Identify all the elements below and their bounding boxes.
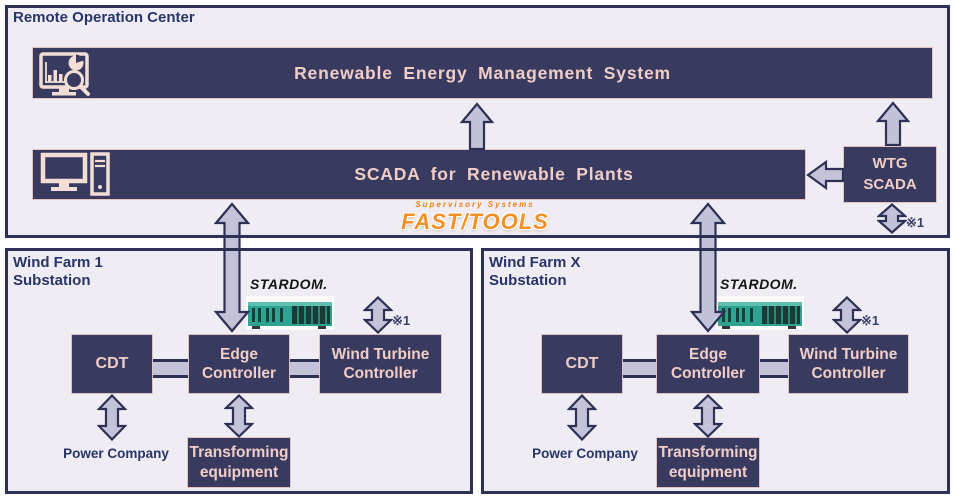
cdt-label-1: CDT (95, 355, 129, 372)
note-ref-wfx: ※1 (861, 313, 880, 328)
link-cdt-edge-x (618, 359, 663, 378)
note-ref-wf1: ※1 (392, 313, 411, 328)
scada-banner-label: SCADA for Renewable Plants (354, 164, 634, 184)
fasttools-name: FAST/TOOLS (401, 209, 549, 234)
link-edge-wtc-1 (286, 359, 324, 378)
border-patch (212, 248, 252, 251)
border-patch (688, 235, 728, 238)
arrow-wtc-external-1 (363, 296, 393, 334)
note-ref-top: ※1 (906, 215, 925, 230)
edge-label-x-line1: Edge (689, 345, 727, 363)
fasttools-logo: Supervisory Systems FAST/TOOLS (390, 200, 560, 235)
fasttools-tagline: Supervisory Systems (415, 200, 535, 209)
remote-operation-center-title: Remote Operation Center (13, 9, 195, 26)
link-edge-wtc-x (756, 359, 794, 378)
arrow-edge-transforming-x (693, 394, 723, 438)
stardom-controller-image-1 (246, 296, 334, 335)
wind-turbine-controller-box-x: Wind Turbine Controller (788, 334, 909, 394)
arrow-wtgscada-to-scada (806, 160, 844, 190)
wind-farm-1-title-line1: Wind Farm 1 (13, 254, 103, 271)
rems-banner-label: Renewable Energy Management System (294, 62, 671, 83)
wtg-scada-label-line2: SCADA (863, 175, 917, 193)
stardom-controller-image-x (716, 296, 804, 335)
arrow-cdt-powercompany-1 (97, 394, 127, 441)
edge-controller-box-x: Edge Controller (656, 334, 760, 394)
stardom-logo-x: STARDOM. (720, 276, 798, 292)
wtc-label-x-line2: Controller (811, 365, 886, 382)
arrow-scada-to-edge-1 (214, 202, 250, 333)
wind-farm-1-title: Wind Farm 1 Substation (13, 254, 103, 289)
wtc-label-1-line2: Controller (343, 365, 418, 382)
edge-label-1-line2: Controller (201, 365, 277, 382)
stardom-logo-1: STARDOM. (250, 276, 328, 292)
wind-turbine-controller-box-1: Wind Turbine Controller (319, 334, 442, 394)
power-company-label-x: Power Company (532, 446, 638, 461)
transforming-label-1-line2: equipment (199, 463, 279, 481)
arrow-cdt-powercompany-x (567, 394, 597, 441)
wtc-label-x-line1: Wind Turbine (799, 345, 898, 363)
workstation-icon (40, 152, 112, 203)
wind-farm-x-title: Wind Farm X Substation (489, 254, 581, 289)
transforming-label-x-line2: equipment (668, 463, 748, 481)
cdt-box-x: CDT (541, 334, 623, 394)
transforming-label-x-line1: Transforming (658, 444, 758, 462)
arrow-scada-to-edge-x (690, 202, 726, 333)
wind-farm-x-title-line1: Wind Farm X (489, 254, 581, 271)
arrow-wtgscada-to-rems (876, 101, 910, 146)
wtc-label-1-line1: Wind Turbine (331, 345, 430, 363)
power-company-label-1: Power Company (63, 446, 169, 461)
edge-label-1-line1: Edge (220, 345, 258, 363)
edge-label-x-line2: Controller (670, 365, 746, 382)
arrow-edge-transforming-1 (224, 394, 254, 438)
wtg-scada-box: WTG SCADA (843, 146, 937, 203)
cdt-box-1: CDT (71, 334, 153, 394)
border-patch (212, 235, 252, 238)
analytics-monitor-icon (38, 51, 104, 106)
transforming-label-1-line1: Transforming (189, 444, 289, 462)
arrow-wtc-external-x (832, 296, 862, 334)
edge-controller-box-1: Edge Controller (188, 334, 290, 394)
link-cdt-edge-1 (148, 359, 193, 378)
transforming-equipment-box-x: Transforming equipment (656, 437, 760, 488)
scada-banner: SCADA for Renewable Plants (32, 149, 806, 200)
arrow-scada-to-rems (460, 102, 494, 150)
wtg-scada-label-line1: WTG (872, 155, 908, 173)
wind-farm-x-title-line2: Substation (489, 271, 567, 289)
border-patch (688, 248, 728, 251)
wind-farm-1-title-line2: Substation (13, 271, 91, 289)
arrow-wtgscada-external (877, 203, 907, 234)
transforming-equipment-box-1: Transforming equipment (187, 437, 291, 488)
cdt-label-x: CDT (565, 355, 599, 372)
rems-banner: Renewable Energy Management System (32, 47, 933, 99)
